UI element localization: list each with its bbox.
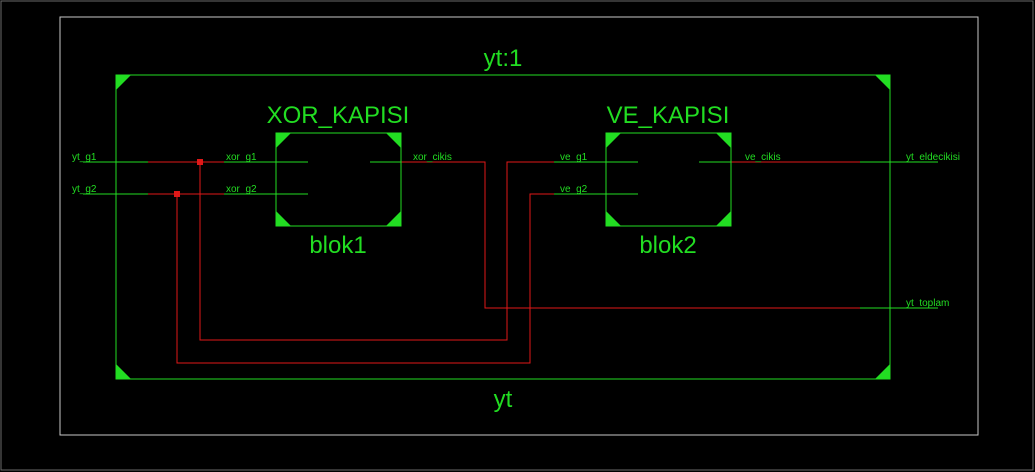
block-xor-corner-bl bbox=[276, 211, 291, 226]
module-yt-corner-bl bbox=[116, 364, 131, 379]
port-label-yt-eldecikisi: yt_eldecikisi bbox=[906, 152, 960, 163]
block-ve-corner-bl bbox=[606, 211, 621, 226]
port-stubs bbox=[83, 161, 938, 309]
port-label-ve-g1: ve_g1 bbox=[560, 152, 588, 163]
block-ve-corner-tl bbox=[606, 133, 621, 148]
block-ve-corner-tr bbox=[716, 133, 731, 148]
module-instance-label: yt:1 bbox=[484, 45, 523, 72]
module-yt-corner-br bbox=[875, 364, 890, 379]
block-ve-corner-br bbox=[716, 211, 731, 226]
block-xor-corner-tr bbox=[386, 133, 401, 148]
port-label-yt-g1: yt_g1 bbox=[72, 152, 97, 163]
port-label-yt-toplam: yt_toplam bbox=[906, 298, 949, 309]
module-name-label: yt bbox=[494, 386, 513, 413]
module-yt-corner-tl bbox=[116, 75, 131, 90]
module-yt[interactable] bbox=[115, 74, 891, 380]
outer-frame bbox=[59, 16, 979, 436]
block-xor-type-label: XOR_KAPISI bbox=[267, 102, 410, 129]
block-ve-type-label: VE_KAPISI bbox=[607, 102, 730, 129]
block-xor[interactable] bbox=[275, 132, 402, 227]
block-xor-instance-label: blok1 bbox=[309, 232, 366, 259]
port-label-ve-g2: ve_g2 bbox=[560, 184, 588, 195]
block-ve[interactable] bbox=[605, 132, 732, 227]
module-yt-border bbox=[115, 74, 891, 380]
port-label-yt-g2: yt_g2 bbox=[72, 184, 97, 195]
net-g2-to-ve[interactable] bbox=[176, 193, 606, 364]
port-label-xor-cikis: xor_cikis bbox=[413, 152, 452, 163]
net-g1-to-ve[interactable] bbox=[199, 161, 606, 341]
block-xor-border bbox=[275, 132, 402, 227]
port-label-ve-cikis: ve_cikis bbox=[745, 152, 781, 163]
block-ve-border bbox=[605, 132, 732, 227]
block-ve-instance-label: blok2 bbox=[639, 232, 696, 259]
module-yt-corner-tr bbox=[875, 75, 890, 90]
net-xor-to-toplam[interactable] bbox=[401, 161, 860, 309]
block-xor-corner-br bbox=[386, 211, 401, 226]
junction-dot-g1 bbox=[197, 159, 203, 165]
block-xor-corner-tl bbox=[276, 133, 291, 148]
junction-dot-g2 bbox=[174, 191, 180, 197]
port-label-xor-g1: xor_g1 bbox=[226, 152, 257, 163]
port-label-xor-g2: xor_g2 bbox=[226, 184, 257, 195]
